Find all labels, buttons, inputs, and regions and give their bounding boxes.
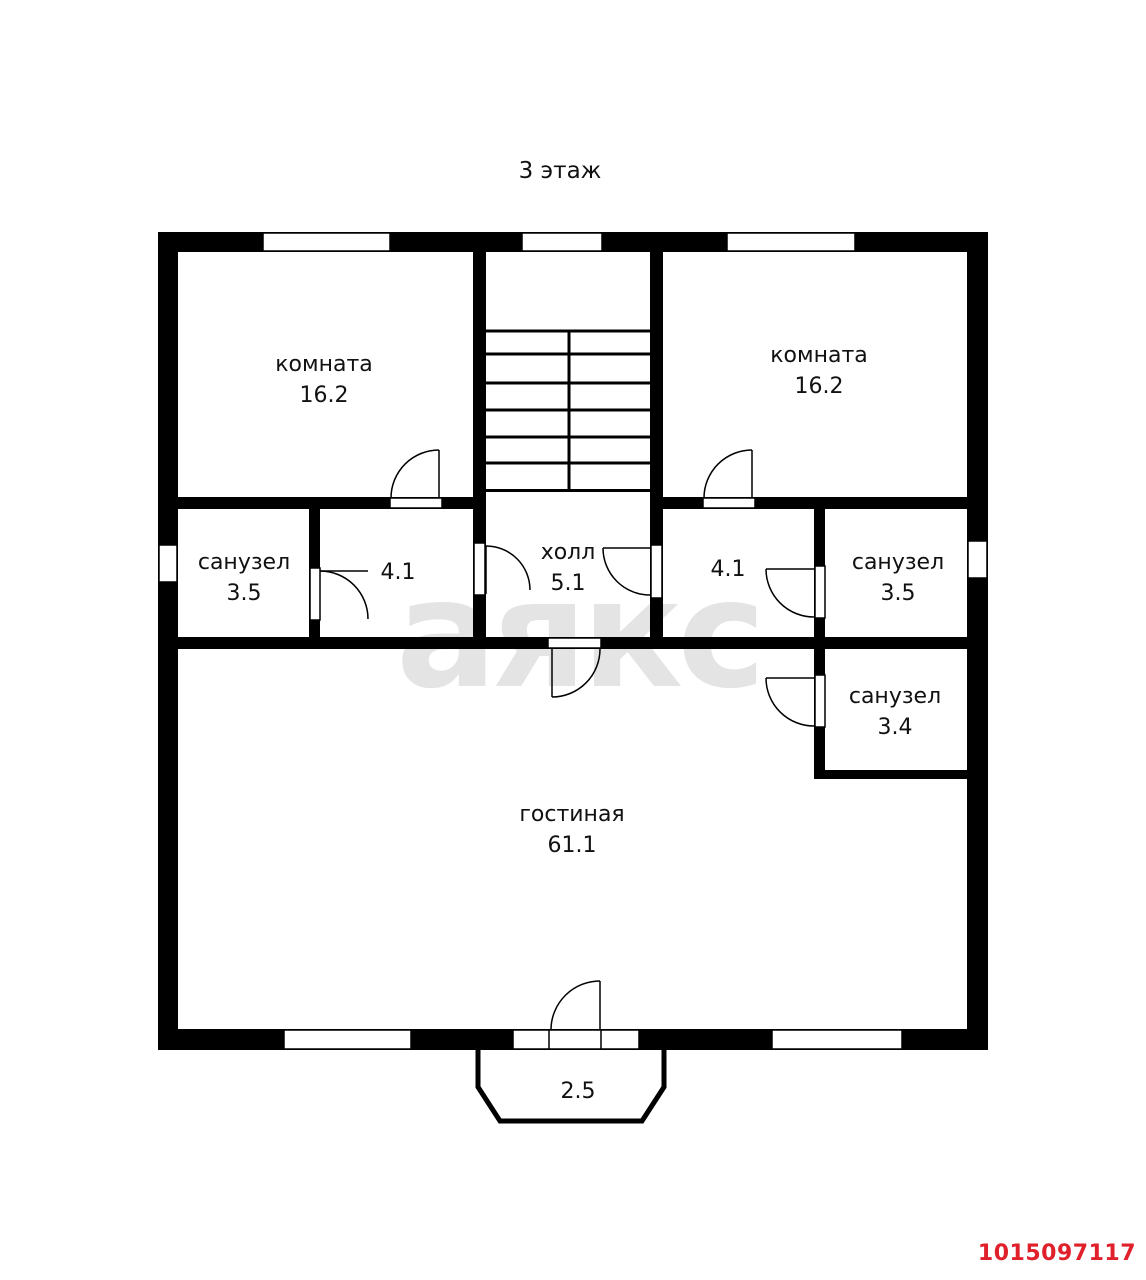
closet-right-area: 4.1	[711, 557, 746, 582]
balcony-outline	[475, 1050, 667, 1124]
bath-left-area: 3.5	[227, 581, 262, 606]
closet-left-area: 4.1	[381, 560, 416, 585]
bath-left-name: санузел	[198, 550, 290, 575]
listing-id: 1015097117	[977, 1241, 1136, 1266]
balcony-area: 2.5	[561, 1079, 596, 1104]
hall-area: 5.1	[551, 571, 586, 596]
floor-title: 3 этаж	[518, 158, 602, 184]
bath-lower-name: санузел	[849, 684, 941, 709]
bath-right-name: санузел	[852, 550, 944, 575]
windows	[158, 232, 988, 1050]
bedroom-left-area: 16.2	[300, 383, 349, 408]
bedroom-right-area: 16.2	[795, 374, 844, 399]
staircase	[486, 329, 650, 489]
bedroom-left-name: комната	[275, 352, 373, 377]
bath-right-area: 3.5	[881, 581, 916, 606]
watermark-logo: аякс	[395, 548, 766, 722]
hall-name: холл	[541, 540, 596, 565]
living-room-name: гостиная	[519, 802, 624, 827]
bath-lower-area: 3.4	[878, 715, 913, 740]
room-labels: комната 16.2 комната 16.2 санузел 3.5 4.…	[198, 343, 944, 1104]
bedroom-right-name: комната	[770, 343, 868, 368]
doors	[309, 449, 826, 1030]
living-room-area: 61.1	[548, 833, 597, 858]
